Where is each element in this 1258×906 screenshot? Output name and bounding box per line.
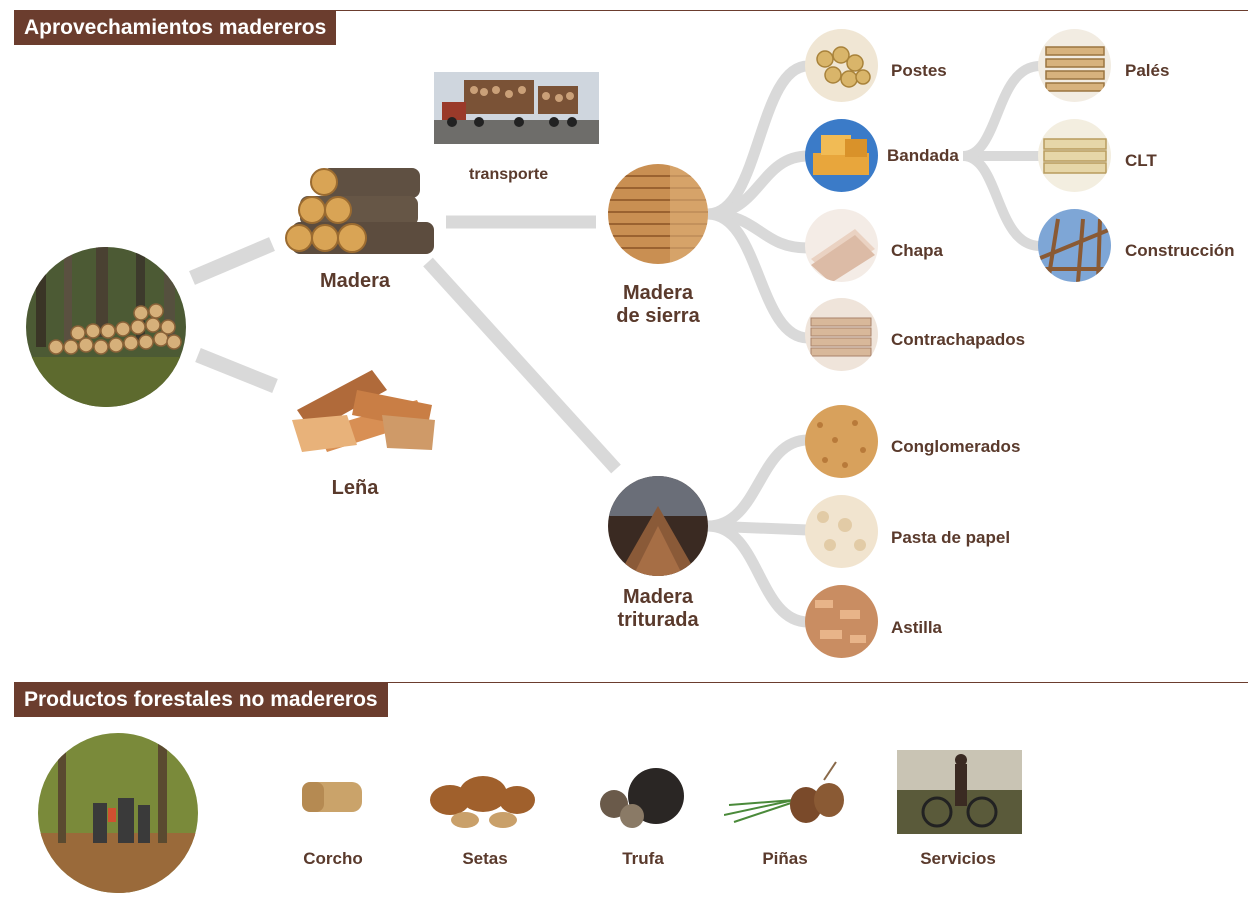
servicios-label: Servicios xyxy=(920,849,996,868)
pinas-label: Piñas xyxy=(762,849,808,868)
setas-image xyxy=(425,762,550,832)
madera-sierra-label: Madera de sierra xyxy=(616,282,700,327)
transport-truck-image xyxy=(434,72,599,144)
servicios-image xyxy=(897,750,1022,834)
lena-firewood-image xyxy=(287,360,439,460)
pales-label: Palés xyxy=(1125,61,1170,80)
transporte-label: transporte xyxy=(469,166,549,183)
madera-label: Madera xyxy=(319,270,391,292)
hikers-forest-image xyxy=(38,733,198,893)
madera-triturada-label: Madera triturada xyxy=(617,586,699,631)
timber-section-rule xyxy=(14,10,1248,11)
setas-label: Setas xyxy=(462,849,508,868)
postes-image xyxy=(805,29,878,102)
astilla-label: Astilla xyxy=(891,618,943,637)
madera-logs-image xyxy=(282,160,437,260)
corcho-image xyxy=(296,772,371,824)
postes-label: Postes xyxy=(891,61,947,80)
bandada-image xyxy=(805,119,878,192)
corcho-label: Corcho xyxy=(303,849,363,868)
pasta-papel-image xyxy=(805,495,878,568)
nontimber-section-rule xyxy=(14,682,1248,683)
forest-logs-image xyxy=(26,247,186,407)
timber-section-title: Aprovechamientos madereros xyxy=(14,11,337,45)
chapa-image xyxy=(805,209,878,282)
construccion-label: Construcción xyxy=(1125,241,1235,260)
clt-image xyxy=(1038,119,1111,192)
astilla-image xyxy=(805,585,878,658)
pasta-papel-label: Pasta de papel xyxy=(891,528,1011,547)
contrachapados-label: Contrachapados xyxy=(891,330,1026,349)
trufa-image xyxy=(594,764,692,834)
contrachapados-image xyxy=(805,298,878,371)
pales-image xyxy=(1038,29,1111,102)
clt-label: CLT xyxy=(1125,151,1157,170)
nontimber-section-title: Productos forestales no madereros xyxy=(14,683,388,717)
bandada-label: Bandada xyxy=(887,146,959,165)
trufa-label: Trufa xyxy=(622,849,664,868)
conglomerados-image xyxy=(805,405,878,478)
construccion-image xyxy=(1038,209,1111,282)
chapa-label: Chapa xyxy=(891,241,943,260)
pinas-image xyxy=(724,760,849,830)
lena-label: Leña xyxy=(331,477,379,499)
sawn-wood-image xyxy=(608,164,708,264)
conglomerados-label: Conglomerados xyxy=(891,437,1021,456)
shredded-wood-image xyxy=(608,476,708,576)
